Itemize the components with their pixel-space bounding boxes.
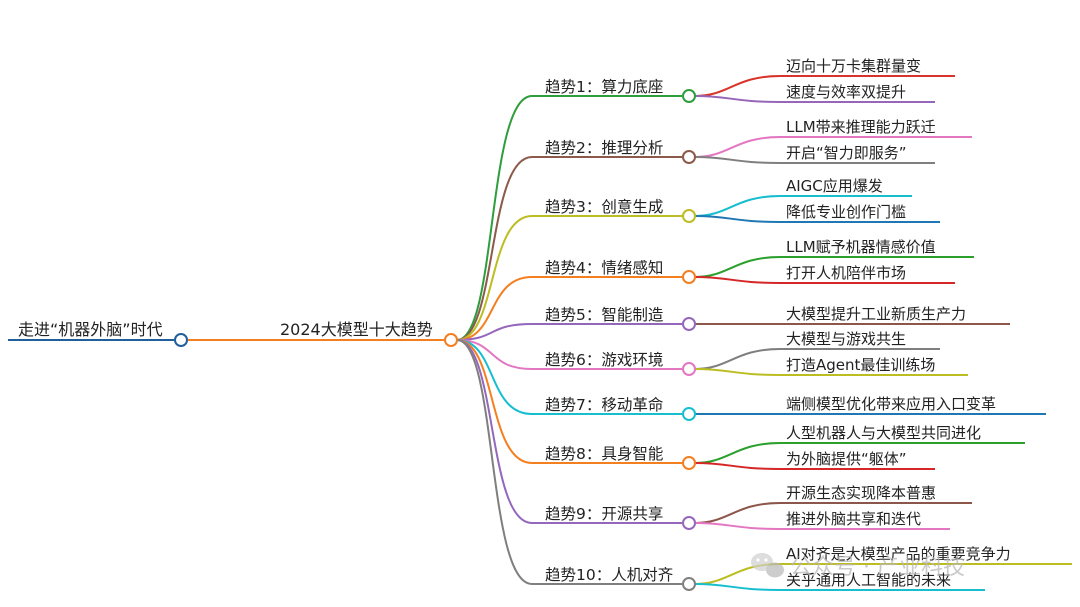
leaf-connector [694,276,781,284]
branch-connector [456,339,533,585]
trend-node-3-label: 趋势3：创意生成 [545,197,663,216]
trend-5-leaf-1-label: 大模型提升工业新质生产力 [786,305,966,323]
leaf-connector [694,95,781,103]
leaf-connector [694,462,781,470]
trend-8-leaf-1-label: 人型机器人与大模型共同进化 [786,424,981,442]
trend-node-7-label: 趋势7：移动革命 [545,396,663,414]
root-node-label: 走进“机器外脑”时代 [18,320,163,339]
node-layer: 走进“机器外脑”时代 2024大模型十大趋势 趋势1：算力底座 迈向十万卡集群量变速度… [18,57,1011,591]
trend-node-4-label: 趋势4：情绪感知 [545,259,663,277]
branch-connector [456,323,533,341]
leaf-connector [694,522,781,530]
center-node-label: 2024大模型十大趋势 [280,320,433,339]
trend-node-1-label: 趋势1：算力底座 [545,77,663,96]
trend-6-leaf-1-label: 大模型与游戏共生 [786,330,906,348]
center-collapse-toggle[interactable] [444,333,458,347]
trend-node-10-label: 趋势10：人机对齐 [545,566,673,584]
branch-connector [456,276,533,341]
trend-9-leaf-2-label: 推进外脑共享和迭代 [786,510,921,528]
branch-connector [456,95,533,341]
trend-10-leaf-1-label: AI对齐是大模型产品的重要竞争力 [786,545,1011,563]
trend-1-leaf-2-label: 速度与效率双提升 [786,83,906,101]
trend-4-leaf-1-label: LLM赋予机器情感价值 [786,238,936,256]
leaf-connector [694,583,781,591]
trend-2-collapse-toggle[interactable] [682,150,696,164]
trend-6-collapse-toggle[interactable] [682,362,696,376]
leaf-connector [694,215,781,223]
trend-2-leaf-1-label: LLM带来推理能力跃迁 [786,118,936,136]
trend-8-collapse-toggle[interactable] [682,456,696,470]
watermark-text: 公众号 · 产业科技 [790,555,965,580]
trend-node-2-label: 趋势2：推理分析 [545,139,663,157]
trend-3-leaf-1-label: AIGC应用爆发 [786,177,883,195]
branch-connector [456,339,533,464]
trend-4-collapse-toggle[interactable] [682,270,696,284]
branch-connector [456,339,533,415]
trend-node-8-label: 趋势8：具身智能 [545,445,663,463]
wechat-icon [751,553,784,578]
trend-6-leaf-2-label: 打造Agent最佳训练场 [786,356,935,374]
leaf-connector [694,442,781,464]
leaf-connector [694,136,781,158]
trend-node-6-label: 趋势6：游戏环境 [545,350,663,369]
watermark: 公众号 · 产业科技 [751,553,965,580]
trend-9-leaf-1-label: 开源生态实现降本普惠 [786,484,936,502]
leaf-connector [694,195,781,217]
trend-3-leaf-2-label: 降低专业创作门槛 [786,203,906,221]
leaf-connector [694,348,781,370]
trend-node-9-label: 趋势9：开源共享 [545,505,663,523]
trend-10-collapse-toggle[interactable] [682,577,696,591]
root-collapse-toggle[interactable] [174,333,188,347]
trend-2-leaf-2-label: 开启“智力即服务” [786,144,907,162]
trend-5-collapse-toggle[interactable] [682,317,696,331]
trend-7-collapse-toggle[interactable] [682,407,696,421]
trend-node-5-label: 趋势5：智能制造 [545,306,664,324]
leaf-connector [694,156,781,164]
trend-4-leaf-2-label: 打开人机陪伴市场 [786,264,906,282]
leaf-connector [694,502,781,524]
branch-connector [456,156,533,341]
branch-connector [456,339,533,524]
watermark-layer: 公众号 · 产业科技 [751,553,965,580]
leaf-connector [694,368,781,376]
trend-1-leaf-1-label: 迈向十万卡集群量变 [786,57,921,75]
trend-1-collapse-toggle[interactable] [682,89,696,103]
trend-7-leaf-1-label: 端侧模型优化带来应用入口变革 [786,395,996,413]
trend-10-leaf-2-label: 关乎通用人工智能的未来 [786,571,951,589]
leaf-connector [694,256,781,278]
trend-9-collapse-toggle[interactable] [682,516,696,530]
branch-connector [456,339,533,370]
leaf-connector [694,75,781,97]
trend-3-collapse-toggle[interactable] [682,209,696,223]
trend-8-leaf-2-label: 为外脑提供“躯体” [786,450,907,468]
connector-layer [8,75,1072,591]
branch-connector [456,215,533,341]
